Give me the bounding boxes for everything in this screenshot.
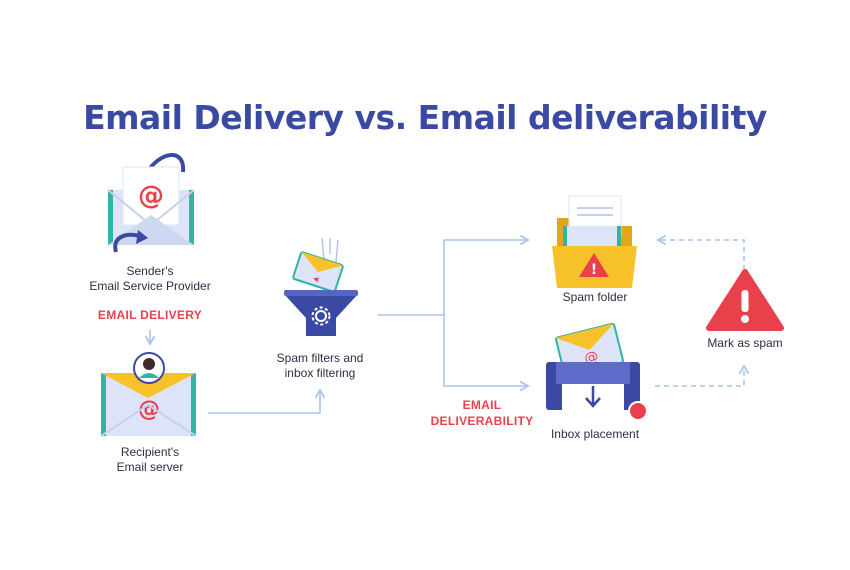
inbox-placement-label: Inbox placement	[550, 427, 640, 441]
spam-folder-label: Spam folder	[562, 290, 628, 304]
folder-warning-icon: !	[552, 195, 637, 288]
svg-text:◂: ◂	[312, 273, 320, 285]
arrow-to-spam-folder	[443, 234, 530, 315]
mark-as-spam-label: Mark as spam	[707, 336, 783, 350]
delivery-stage-label: EMAIL DELIVERY	[97, 308, 203, 322]
refresh-arrow-icon	[148, 153, 186, 173]
arrow-recipient-to-filter	[208, 388, 326, 414]
gear-icon	[311, 306, 331, 326]
svg-text:!: !	[591, 262, 597, 278]
dashed-inbox-to-mark-spam	[655, 364, 750, 387]
funnel-icon: ◂	[284, 237, 358, 336]
connectors	[144, 234, 750, 414]
sender-envelope-icon: @	[107, 153, 195, 253]
dashed-mark-spam-to-folder	[656, 234, 745, 270]
diagram-title: Email Delivery vs. Email deliverability	[83, 98, 767, 137]
inbox-tray-icon: @	[546, 322, 648, 421]
warning-triangle-icon	[706, 269, 784, 331]
arrow-to-inbox	[443, 315, 530, 392]
avatar-icon	[133, 352, 165, 384]
recipient-envelope-icon: @	[100, 352, 197, 437]
notification-dot-icon	[628, 401, 648, 421]
svg-text:@: @	[138, 181, 164, 211]
svg-text:@: @	[138, 397, 160, 422]
